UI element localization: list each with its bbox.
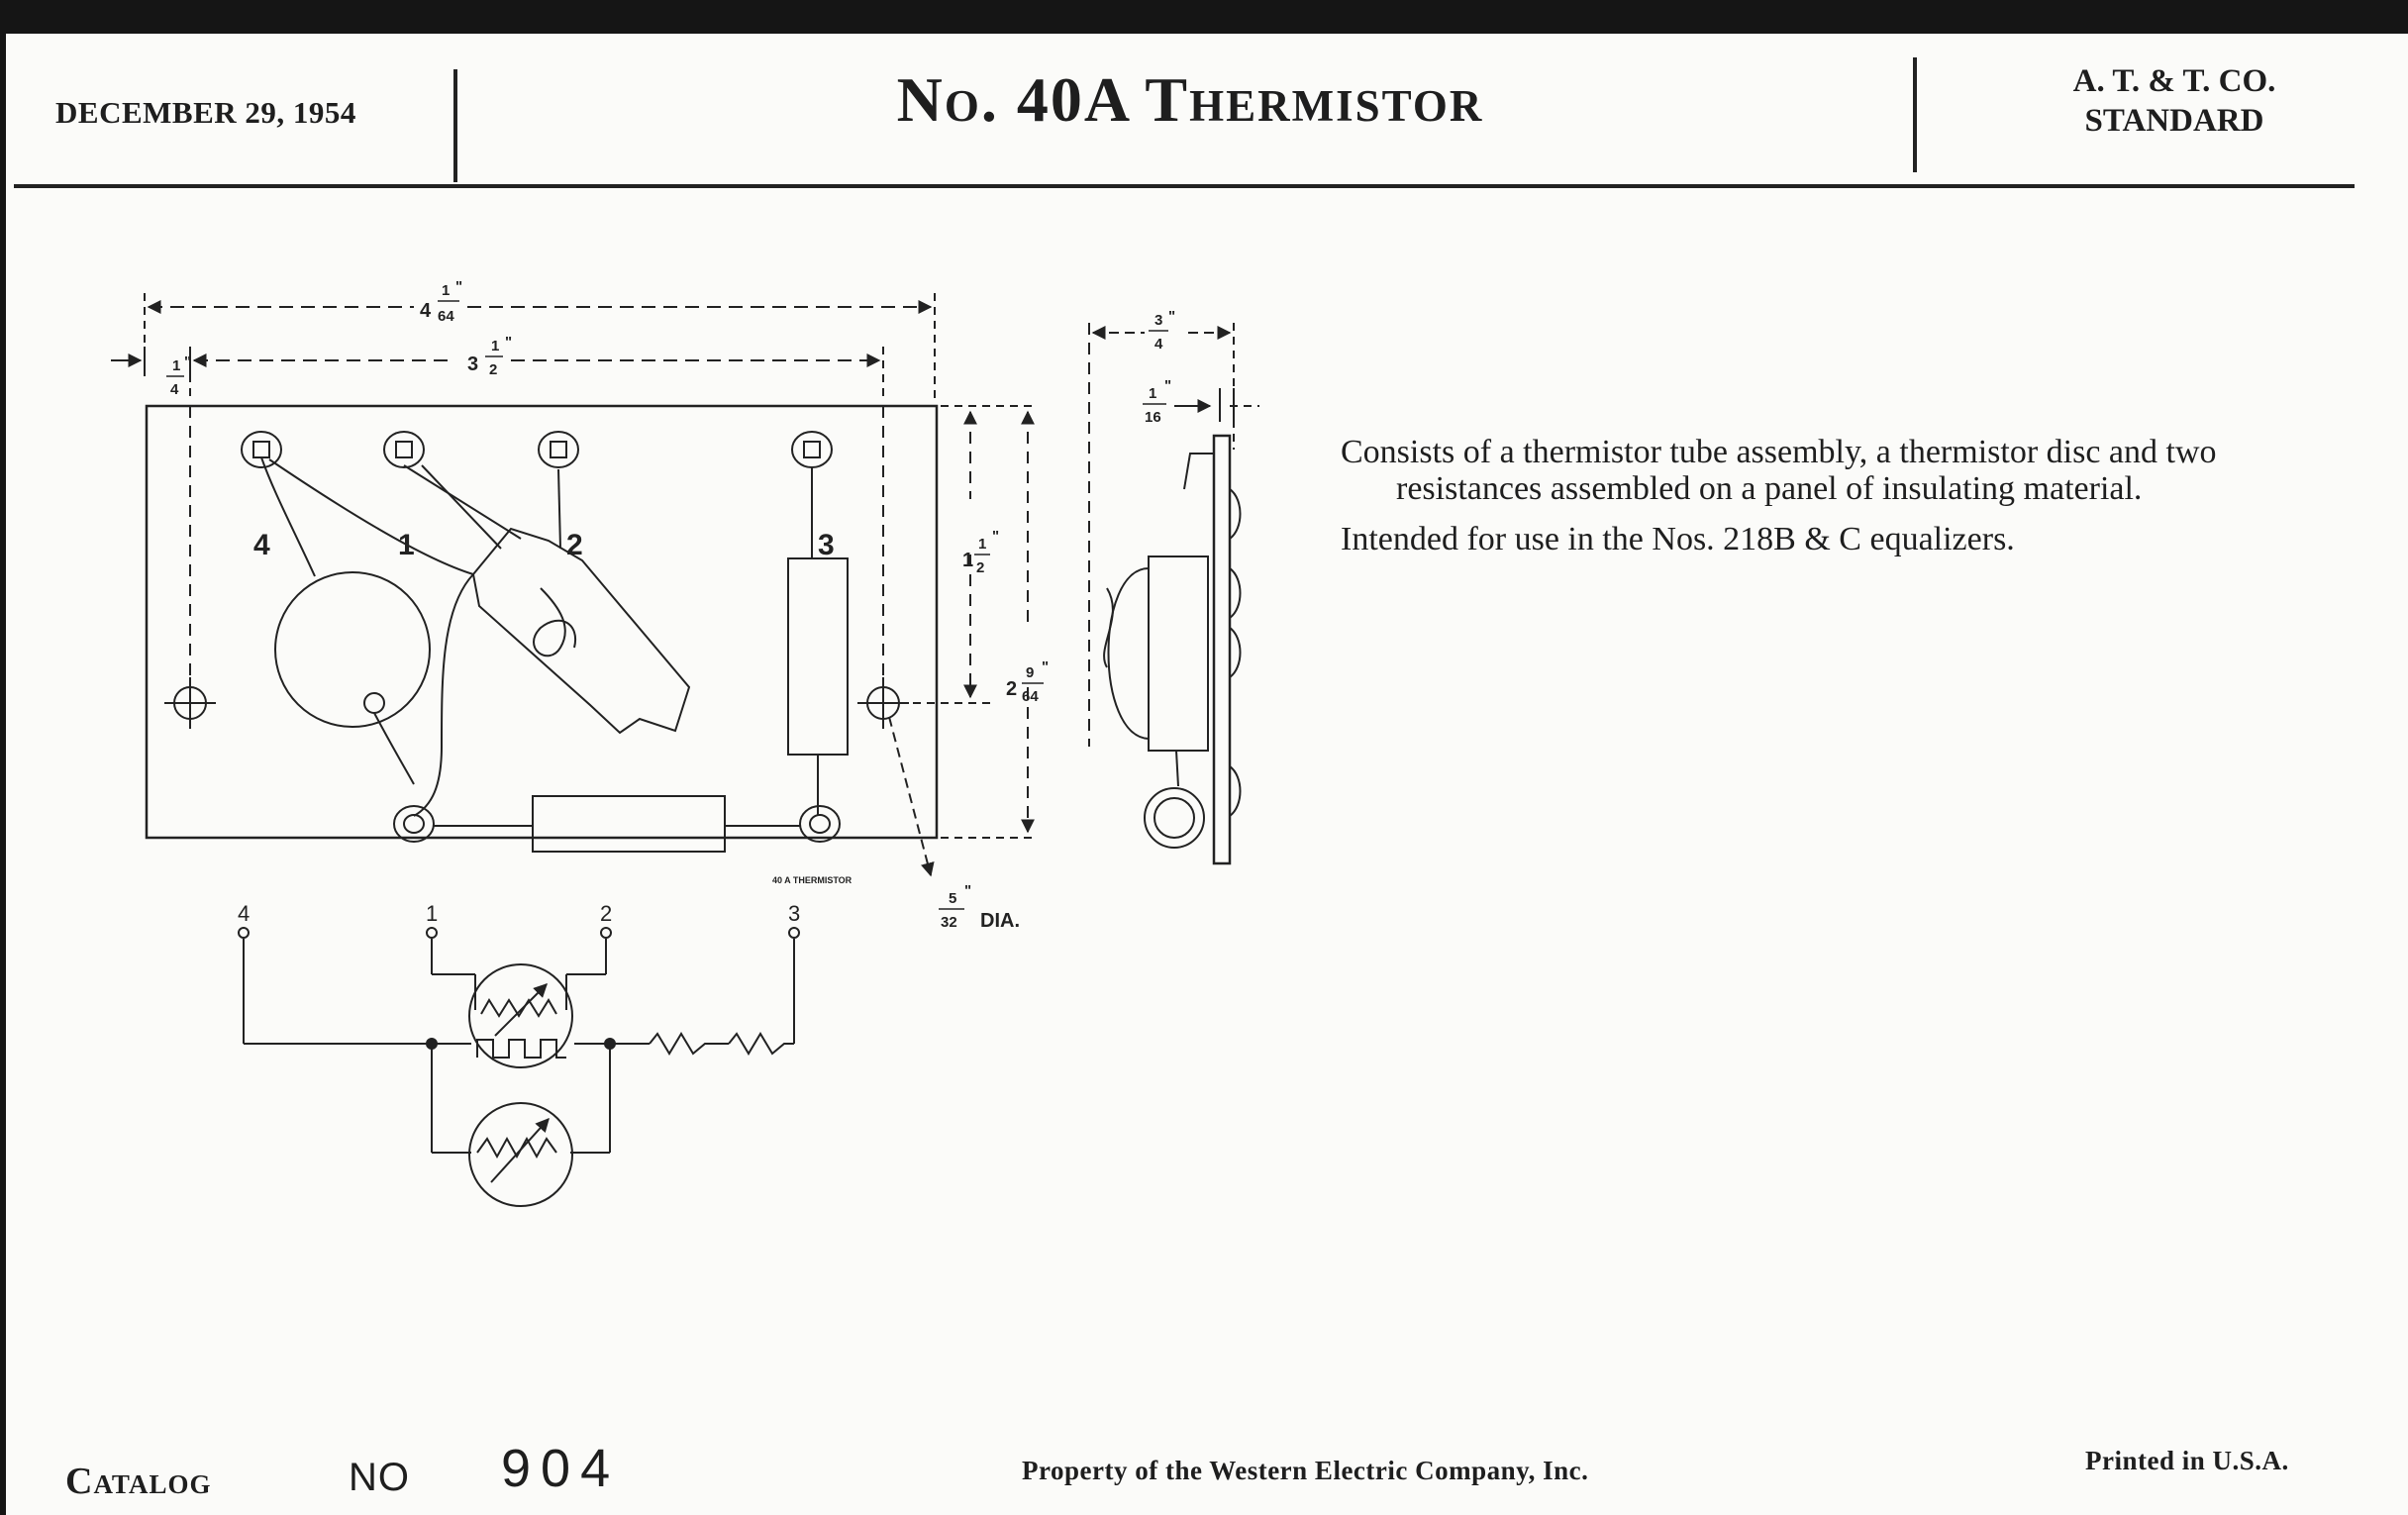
dim-terminal-span — [111, 347, 884, 400]
catalog-number: 904 — [501, 1439, 621, 1498]
side-view — [1088, 323, 1259, 865]
eyelet-bottom-left — [393, 805, 435, 843]
standard-line-2: STANDARD — [2084, 103, 2264, 139]
terminal-4 — [241, 431, 282, 468]
dimension-labels: 4 1 64 " 3 1 2 " 1 4 " 3 4 " 1 16 " 1 1 — [166, 278, 1175, 932]
dim-mount-spacing-den: 2 — [976, 559, 984, 576]
standard-line-1: A. T. & T. CO. — [2072, 63, 2276, 99]
dim-vertical — [885, 405, 1035, 839]
description-paragraph-1: Consists of a thermistor tube assembly, … — [1341, 434, 2217, 507]
dim-overall-height-whole: 2 — [1006, 678, 1017, 700]
schematic-label-2: 2 — [600, 901, 612, 926]
mounting-hole-left — [164, 406, 216, 729]
mounting-hole-right — [857, 406, 935, 877]
dim-overall-width — [144, 293, 936, 400]
inch-mark: " — [992, 528, 999, 545]
dim-overall-width-num: 1 — [442, 282, 450, 299]
inch-mark: " — [184, 354, 191, 370]
dim-edge-offset-den: 4 — [170, 381, 179, 398]
terminal-label-3: 3 — [818, 529, 835, 561]
inch-mark: " — [1168, 308, 1175, 325]
header-divider-right — [1913, 57, 1917, 172]
inch-mark: " — [455, 278, 462, 295]
schematic-diagram — [238, 927, 800, 1207]
standard-mark: A. T. & T. CO. STANDARD — [1966, 61, 2382, 141]
terminal-2 — [538, 431, 579, 468]
resistor-horizontal — [434, 795, 800, 853]
dim-overall-width-den: 64 — [438, 308, 454, 325]
panel-outline — [145, 404, 939, 840]
printed-notice: Printed in U.S.A. — [2085, 1446, 2289, 1475]
header-rule — [14, 184, 2355, 188]
dim-overall-height-num: 9 — [1026, 664, 1034, 681]
thermistor-disc — [260, 456, 431, 785]
dim-hole-dia-den: 32 — [941, 914, 957, 931]
dim-overall-height-den: 64 — [1022, 688, 1039, 705]
inch-mark: " — [505, 334, 512, 351]
dim-edge-offset-num: 1 — [172, 357, 180, 374]
resistor-vertical — [787, 467, 849, 816]
terminal-label-1: 1 — [398, 529, 415, 561]
eyelet-bottom-right — [799, 805, 841, 843]
catalog-no-label: NO — [349, 1456, 410, 1499]
terminal-label-2: 2 — [566, 529, 583, 561]
dim-terminal-span-den: 2 — [489, 361, 497, 378]
terminal-1 — [383, 431, 425, 468]
schematic-label-4: 4 — [238, 901, 250, 926]
description: Consists of a thermistor tube assembly, … — [1341, 434, 2232, 571]
thermistor-drawing: 4 1 64 " 3 1 2 " 1 4 " 3 4 " 1 16 " 1 1 — [111, 278, 1259, 1207]
header-date: DECEMBER 29, 1954 — [55, 95, 356, 130]
dim-panel-thickness-num: 1 — [1149, 385, 1156, 402]
catalog-card: DECEMBER 29, 1954 No. 40A Thermistor A. … — [6, 34, 2408, 1515]
schematic-label-1: 1 — [426, 901, 438, 926]
terminal-label-4: 4 — [253, 529, 270, 561]
dim-terminal-span-whole: 3 — [467, 354, 478, 375]
terminal-3 — [791, 431, 833, 468]
dim-hole-dia-num: 5 — [949, 890, 956, 907]
dim-panel-thickness-den: 16 — [1145, 409, 1161, 426]
dim-terminal-span-num: 1 — [491, 338, 499, 354]
schematic-label-3: 3 — [788, 901, 800, 926]
dim-hole-dia-suffix: DIA. — [980, 910, 1020, 932]
dim-mount-spacing-whole: 1 — [962, 550, 973, 571]
dim-side-depth-den: 4 — [1154, 336, 1163, 353]
panel-marking: 40 A THERMISTOR — [772, 875, 853, 885]
thermistor-tube — [268, 458, 691, 817]
property-notice: Property of the Western Electric Company… — [1022, 1456, 1589, 1485]
dim-mount-spacing-num: 1 — [978, 536, 986, 553]
inch-mark: " — [1164, 377, 1171, 394]
inch-mark: " — [1042, 658, 1049, 675]
page-title: No. 40A Thermistor — [896, 64, 1484, 135]
header-divider-left — [453, 69, 457, 182]
catalog-label: Catalog — [65, 1461, 212, 1502]
dim-side-depth-num: 3 — [1154, 312, 1162, 329]
inch-mark: " — [964, 882, 971, 899]
description-paragraph-2: Intended for use in the Nos. 218B & C eq… — [1341, 521, 2015, 557]
dim-overall-width-whole: 4 — [420, 300, 432, 322]
